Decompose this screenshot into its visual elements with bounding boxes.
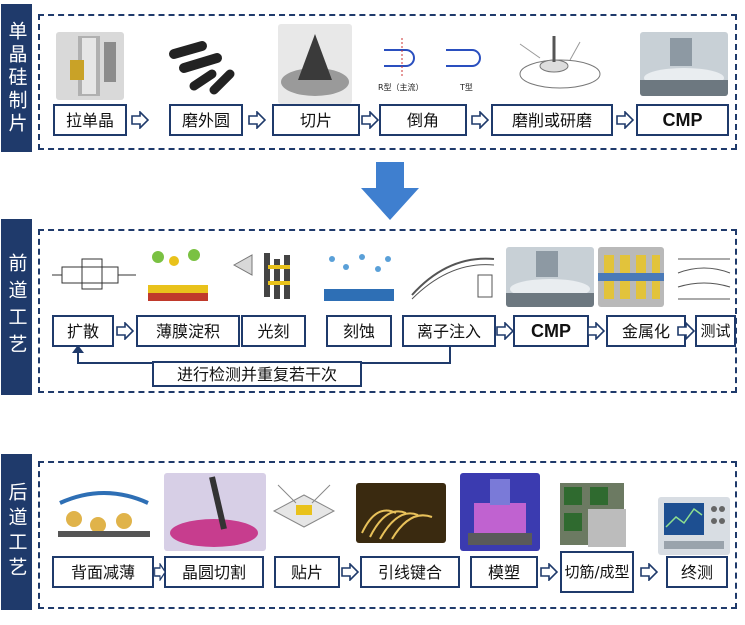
- lapping-diagram-image: [510, 30, 606, 102]
- step-arrow-icon: [496, 322, 514, 340]
- wafer-slicing-image: [278, 24, 352, 104]
- cmp-machine-image: [640, 32, 728, 96]
- wafer-process-panel: R型（主流） T型 拉单晶 磨外圆 切片 倒角 磨削或研磨 CMP: [38, 14, 737, 150]
- back-step: 晶圆切割: [164, 556, 264, 588]
- backside-thinning-image: [54, 473, 154, 543]
- back-end-process-panel: 背面减薄 晶圆切割 贴片 引线键合 模塑 切筋/成型 终测: [38, 461, 737, 609]
- front-end-process-panel: 扩散 薄膜淀积 光刻 刻蚀 离子注入 CMP 金属化 测试 进行检测并重复若干次: [38, 229, 737, 393]
- step-arrow-icon: [587, 322, 605, 340]
- section-label-front: 前道工艺: [1, 219, 32, 395]
- trim-form-image: [550, 475, 634, 553]
- crystal-puller-image: [56, 32, 124, 100]
- etching-image: [322, 249, 396, 305]
- wafer-dicing-image: [164, 473, 266, 551]
- section-label-text: 单晶硅制片: [5, 20, 28, 136]
- diffusion-furnace-image: [52, 247, 136, 305]
- die-attach-image: [268, 475, 340, 537]
- back-step: 模塑: [470, 556, 538, 588]
- front-step: 扩散: [52, 315, 114, 347]
- step-arrow-icon: [616, 111, 634, 129]
- step-arrow-icon: [361, 111, 379, 129]
- step-arrow-icon: [154, 563, 166, 581]
- step-arrow-icon: [131, 111, 149, 129]
- final-tester-image: [658, 497, 730, 555]
- back-step: 切筋/成型: [560, 551, 634, 593]
- cmp-machine-image: [506, 247, 594, 307]
- metallization-image: [598, 247, 664, 307]
- front-step: 离子注入: [402, 315, 496, 347]
- section-label-text: 后道工艺: [5, 482, 28, 582]
- step-arrow-icon: [341, 563, 359, 581]
- section-label-back: 后道工艺: [1, 454, 32, 610]
- section-label-text: 前道工艺: [5, 253, 28, 361]
- testing-image: [674, 245, 734, 307]
- step-arrow-icon: [677, 322, 695, 340]
- step-arrow-icon: [248, 111, 266, 129]
- front-step: CMP: [513, 315, 589, 347]
- front-step: 金属化: [606, 315, 686, 347]
- wafer-step: CMP: [636, 104, 729, 136]
- wafer-step: 磨削或研磨: [491, 104, 613, 136]
- back-step: 贴片: [274, 556, 340, 588]
- step-arrow-icon: [640, 563, 658, 581]
- back-step: 引线键合: [360, 556, 460, 588]
- chamfer-profile-image: R型（主流） T型: [376, 30, 494, 100]
- back-step: 终测: [666, 556, 728, 588]
- silicon-ingot-rods-image: [162, 38, 240, 98]
- step-arrow-icon: [471, 111, 489, 129]
- chamfer-t-type-label: T型: [459, 83, 473, 92]
- front-step: 测试: [695, 315, 736, 347]
- lithography-image: [230, 245, 294, 305]
- wafer-step: 磨外圆: [169, 104, 243, 136]
- front-step: 光刻: [241, 315, 306, 347]
- film-deposition-image: [144, 245, 212, 307]
- big-down-arrow-icon: [361, 162, 419, 220]
- step-arrow-icon: [540, 563, 558, 581]
- section-label-wafer: 单晶硅制片: [1, 4, 32, 152]
- wire-bonding-image: [356, 483, 446, 543]
- step-arrow-icon: [116, 322, 134, 340]
- front-step: 薄膜淀积: [136, 315, 240, 347]
- front-step: 刻蚀: [326, 315, 392, 347]
- ion-implant-image: [408, 245, 498, 307]
- back-step: 背面减薄: [52, 556, 154, 588]
- chamfer-r-type-label: R型（主流）: [378, 82, 424, 92]
- wafer-step: 倒角: [379, 104, 467, 136]
- molding-machine-image: [460, 473, 540, 551]
- wafer-step: 拉单晶: [53, 104, 127, 136]
- repeat-cycle-label: 进行检测并重复若干次: [152, 361, 362, 387]
- wafer-step: 切片: [272, 104, 360, 136]
